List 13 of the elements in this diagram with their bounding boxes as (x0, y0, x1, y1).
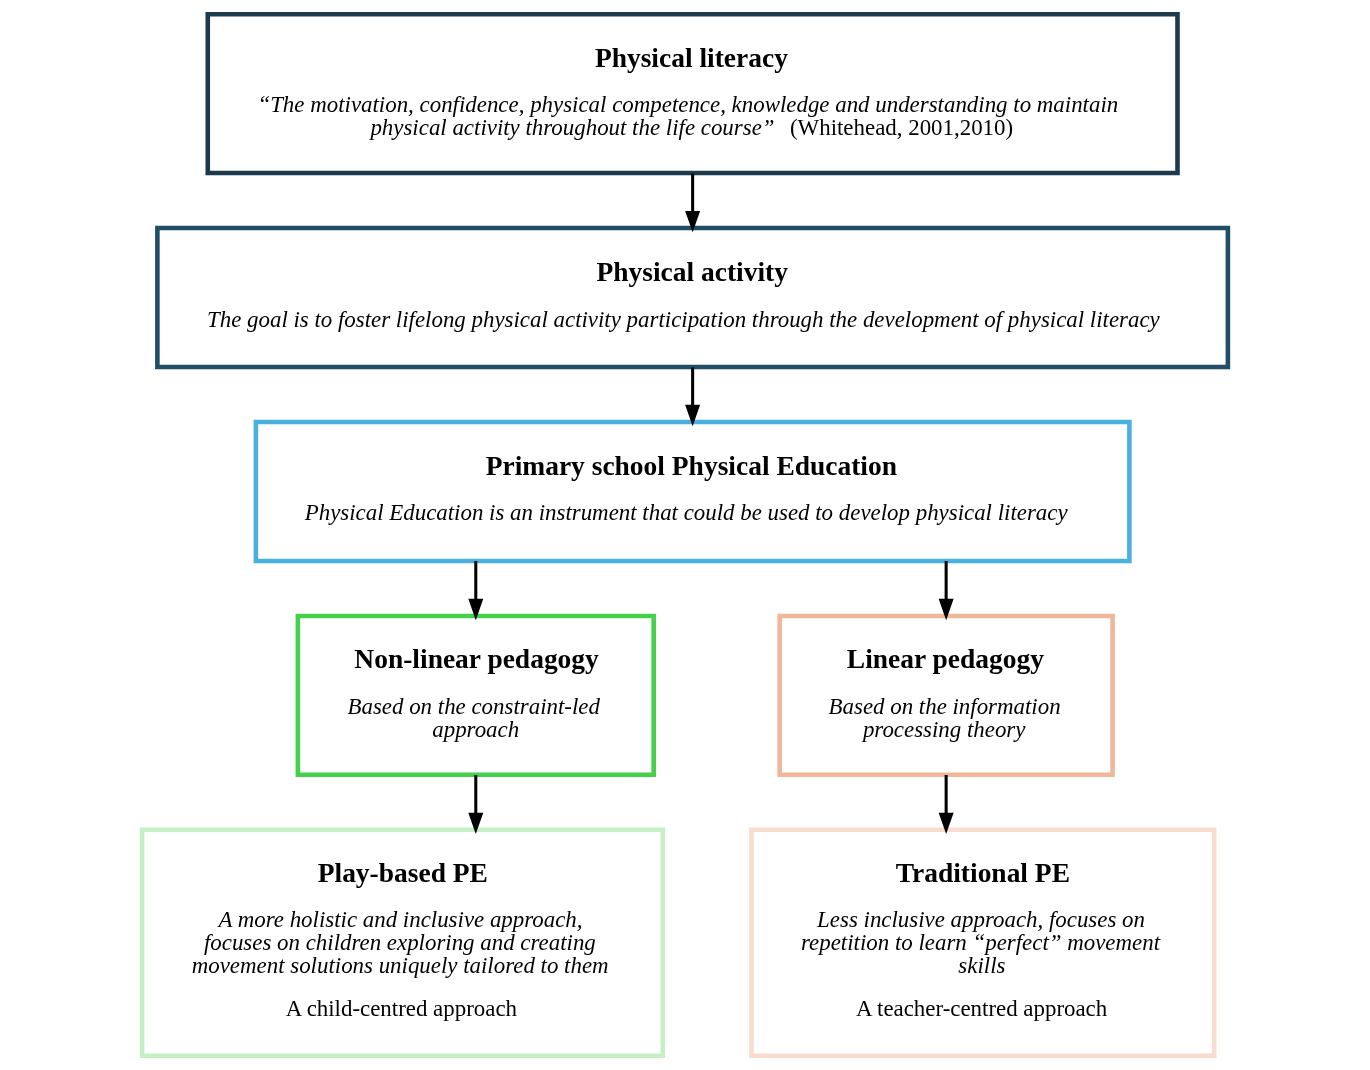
arrow (938, 561, 954, 621)
node-box: Primary school Physical Education Physical Education is an instrument that could be used to develop physical literacy (253, 419, 1132, 564)
arrow (468, 775, 484, 835)
node-box: Linear pedagogy Based on the information processing theory (777, 613, 1115, 778)
node-box: Play-based PE A more holistic and inclusive approach, focuses on children exploring and creating movement solutions uniquely tailored to them A child-centred approach (139, 827, 666, 1059)
arrow (685, 173, 701, 233)
node-box: Physical activity The goal is to foster lifelong physical activity participation through the development of physical literacy (155, 225, 1231, 370)
arrow (468, 561, 484, 621)
arrow (938, 775, 954, 835)
node-box: Traditional PE Less inclusive approach, focuses on repetition to learn “perfect” movement skills A teacher-centred approach (749, 827, 1217, 1059)
arrow (685, 367, 701, 427)
node-box: Non-linear pedagogy Based on the constraint-led approach (295, 613, 656, 778)
node-box: Physical literacy “The motivation, confidence, physical competence, knowledge and understanding to maintain physical activity throughout the life course” (Whitehead, 2001,2010) (205, 11, 1180, 176)
